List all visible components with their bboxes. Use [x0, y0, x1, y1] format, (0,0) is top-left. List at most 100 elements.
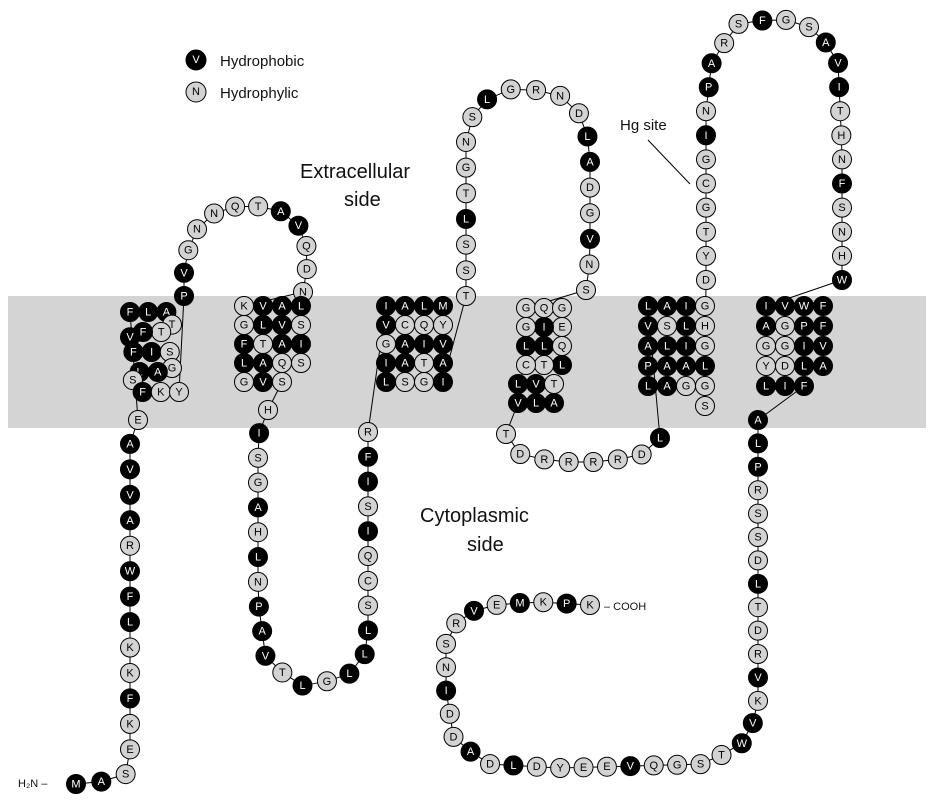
residue-letter: I [258, 428, 261, 440]
residue-tm6-16: L [757, 377, 776, 396]
residue-letter: I [366, 476, 369, 488]
residue-letter: D [754, 625, 762, 637]
residue-tm5-16: L [639, 377, 658, 396]
residue-tm6-7: A [757, 317, 776, 336]
residue-loop2-5: G [457, 158, 476, 177]
residue-cyto_loop1-17: S [359, 596, 378, 615]
residue-c_tail-2: P [749, 457, 768, 476]
residue-letter: V [586, 233, 594, 245]
residue-cyto_loop1-14: L [340, 664, 359, 683]
residue-tm4-10: T [535, 356, 554, 375]
residue-letter: T [503, 429, 510, 441]
residue-letter: L [664, 341, 670, 353]
residue-letter: K [126, 642, 134, 654]
residue-tm6-9: G [776, 337, 795, 356]
residue-tm5-12: L [696, 357, 715, 376]
residue-cyto_loop2-7: L [651, 429, 670, 448]
residue-letter: R [532, 85, 540, 97]
residue-letter: V [644, 321, 652, 333]
residue-c_tail-22: Y [551, 758, 570, 777]
residue-letter: A [154, 367, 162, 379]
residue-letter: L [515, 379, 521, 391]
residue-c_tail-31: S [437, 634, 456, 653]
residue-tm1-8: I [142, 343, 161, 362]
residue-letter: E [580, 762, 587, 774]
residue-letter: F [759, 15, 766, 27]
residue-loop2-8: L [478, 90, 497, 109]
residue-tm6-11: V [814, 337, 833, 356]
residue-letter: G [558, 303, 567, 315]
residue-letter: I [764, 301, 767, 313]
residue-letter: N [585, 259, 593, 271]
residue-letter: L [365, 625, 371, 637]
residue-tm3-13: T [415, 354, 434, 373]
residue-letter: L [541, 341, 547, 353]
residue-letter: P [563, 598, 570, 610]
residue-tm2-10: A [273, 335, 292, 354]
residue-tm4-6: L [517, 337, 536, 356]
residue-tm3-8: G [377, 335, 396, 354]
residue-c_tail-6: D [749, 551, 768, 570]
residue-letter: L [255, 552, 261, 564]
residue-letter: L [127, 617, 133, 629]
residue-letter: Y [439, 320, 447, 332]
residue-tm2-2: A [273, 297, 292, 316]
residue-tm2-14: A [254, 354, 273, 373]
legend-hydrophobic-label: Hydrophobic [220, 53, 305, 70]
residue-letter: I [684, 341, 687, 353]
residue-letter: S [582, 285, 589, 297]
residue-loop2-0: T [457, 287, 476, 306]
residue-cyto_loop1-8: P [249, 597, 268, 616]
residue-letter: S [697, 759, 704, 771]
residue-tm3-14: A [396, 354, 415, 373]
residue-letter: S [701, 401, 708, 413]
residue-tm2-1: V [254, 297, 273, 316]
residue-letter: A [663, 381, 671, 393]
residue-cyto_loop1-5: H [249, 523, 268, 542]
residue-letter: Q [420, 320, 429, 332]
residue-letter: S [278, 377, 285, 389]
residue-tm6-13: L [795, 357, 814, 376]
residue-letter: L [383, 377, 389, 389]
residue-cyto_loop1-2: S [249, 448, 268, 467]
residue-n_tail-0: M [67, 775, 86, 794]
residue-tm5-2: I [677, 297, 696, 316]
residue-letter: G [522, 322, 531, 334]
residue-tm1-0: F [121, 303, 140, 322]
residue-cyto_loop1-6: L [249, 548, 268, 567]
residue-letter: T [255, 201, 262, 213]
residue-tm2-11: I [292, 335, 311, 354]
residue-letter: Q [278, 358, 287, 370]
residue-c_tail-15: T [712, 746, 731, 765]
residue-tm1-11: A [148, 363, 167, 382]
residue-letter: V [749, 718, 757, 730]
residue-letter: K [240, 301, 248, 313]
residue-letter: A [401, 358, 409, 370]
residue-letter: G [323, 676, 332, 688]
residue-cyto_loop1-23: F [359, 447, 378, 466]
residue-letter: F [839, 178, 846, 190]
residue-n_tail-6: K [121, 663, 140, 682]
residue-c_tail-3: R [749, 481, 768, 500]
residue-tm5-4: H [696, 317, 715, 336]
residue-letter: G [702, 202, 711, 214]
residue-letter: N [442, 662, 450, 674]
residue-letter: D [450, 731, 458, 743]
residue-tm5-6: S [658, 317, 677, 336]
residue-c_tail-13: V [743, 714, 762, 733]
residue-loop3-25: W [833, 271, 852, 290]
residue-letter: D [575, 108, 583, 120]
residue-letter: S [805, 22, 812, 34]
residue-c_tail-12: K [749, 691, 768, 710]
residue-letter: D [702, 275, 710, 287]
residue-tm6-10: I [795, 337, 814, 356]
residue-letter: R [589, 457, 597, 469]
residue-loop1-2: G [179, 241, 198, 260]
residue-tm6-15: Y [757, 357, 776, 376]
residue-letter: C [522, 360, 530, 372]
residue-c_tail-9: D [749, 621, 768, 640]
residue-loop2-11: N [551, 86, 570, 105]
residue-tm2-16: G [235, 373, 254, 392]
residue-n_tail-2: S [116, 765, 135, 784]
residue-letter: I [838, 82, 841, 94]
